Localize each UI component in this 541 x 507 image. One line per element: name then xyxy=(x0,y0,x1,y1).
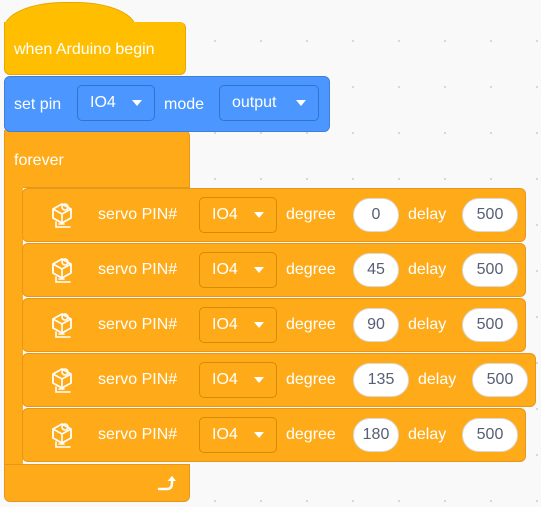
caret-down-icon xyxy=(254,377,264,383)
servo-pin-value: IO4 xyxy=(212,206,238,223)
servo-pin-value: IO4 xyxy=(212,371,238,388)
servo-block[interactable] xyxy=(22,353,536,407)
servo-pin-dropdown[interactable]: IO4 xyxy=(199,362,277,398)
mode-dropdown-value: output xyxy=(232,94,277,111)
servo-pin-value: IO4 xyxy=(212,261,238,278)
when-arduino-begin-block[interactable] xyxy=(4,22,186,75)
degree-label: degree xyxy=(286,261,336,278)
delay-label: delay xyxy=(408,426,447,443)
mode-label: mode xyxy=(164,96,205,113)
servo-motor-icon xyxy=(48,420,76,450)
servo-motor-icon xyxy=(48,255,76,285)
delay-input[interactable]: 500 xyxy=(462,198,518,232)
servo-pin-dropdown[interactable]: IO4 xyxy=(199,197,277,233)
set-pin-label: set pin xyxy=(14,96,62,113)
caret-down-icon xyxy=(132,100,142,106)
servo-motor-icon xyxy=(48,200,76,230)
caret-down-icon xyxy=(254,267,264,273)
servo-motor-icon xyxy=(48,310,76,340)
servo-pin-label: servo PIN# xyxy=(98,426,178,443)
loop-arrow-icon xyxy=(157,476,176,491)
mode-dropdown[interactable]: output xyxy=(219,85,319,121)
servo-pin-label: servo PIN# xyxy=(98,316,178,333)
degree-label: degree xyxy=(286,316,336,333)
delay-label: delay xyxy=(408,206,447,223)
forever-block-arm xyxy=(4,130,23,464)
degree-label: degree xyxy=(286,426,336,443)
delay-input[interactable]: 500 xyxy=(462,308,518,342)
hat-block-label: when Arduino begin xyxy=(14,41,155,58)
servo-pin-dropdown[interactable]: IO4 xyxy=(199,307,277,343)
degree-label: degree xyxy=(286,371,336,388)
forever-block-bottom[interactable] xyxy=(4,464,190,502)
degree-input[interactable]: 180 xyxy=(353,418,399,452)
servo-pin-dropdown[interactable]: IO4 xyxy=(199,417,277,453)
pin-dropdown-value: IO4 xyxy=(90,94,116,111)
caret-down-icon xyxy=(254,322,264,328)
delay-input[interactable]: 500 xyxy=(462,253,518,287)
degree-input[interactable]: 45 xyxy=(353,253,399,287)
pin-dropdown[interactable]: IO4 xyxy=(77,85,155,121)
caret-down-icon xyxy=(254,432,264,438)
servo-pin-label: servo PIN# xyxy=(98,206,178,223)
servo-block[interactable] xyxy=(22,188,526,242)
delay-input[interactable]: 500 xyxy=(472,363,528,397)
degree-input[interactable]: 90 xyxy=(353,308,399,342)
delay-input[interactable]: 500 xyxy=(462,418,518,452)
delay-label: delay xyxy=(408,316,447,333)
delay-label: delay xyxy=(408,261,447,278)
servo-motor-icon xyxy=(48,365,76,395)
servo-pin-label: servo PIN# xyxy=(98,261,178,278)
degree-input[interactable]: 0 xyxy=(353,198,399,232)
degree-input[interactable]: 135 xyxy=(353,363,409,397)
servo-pin-dropdown[interactable]: IO4 xyxy=(199,252,277,288)
degree-label: degree xyxy=(286,206,336,223)
delay-label: delay xyxy=(418,371,457,388)
caret-down-icon xyxy=(296,100,306,106)
forever-label: forever xyxy=(14,152,64,169)
servo-pin-value: IO4 xyxy=(212,426,238,443)
servo-pin-label: servo PIN# xyxy=(98,371,178,388)
servo-pin-value: IO4 xyxy=(212,316,238,333)
caret-down-icon xyxy=(254,212,264,218)
